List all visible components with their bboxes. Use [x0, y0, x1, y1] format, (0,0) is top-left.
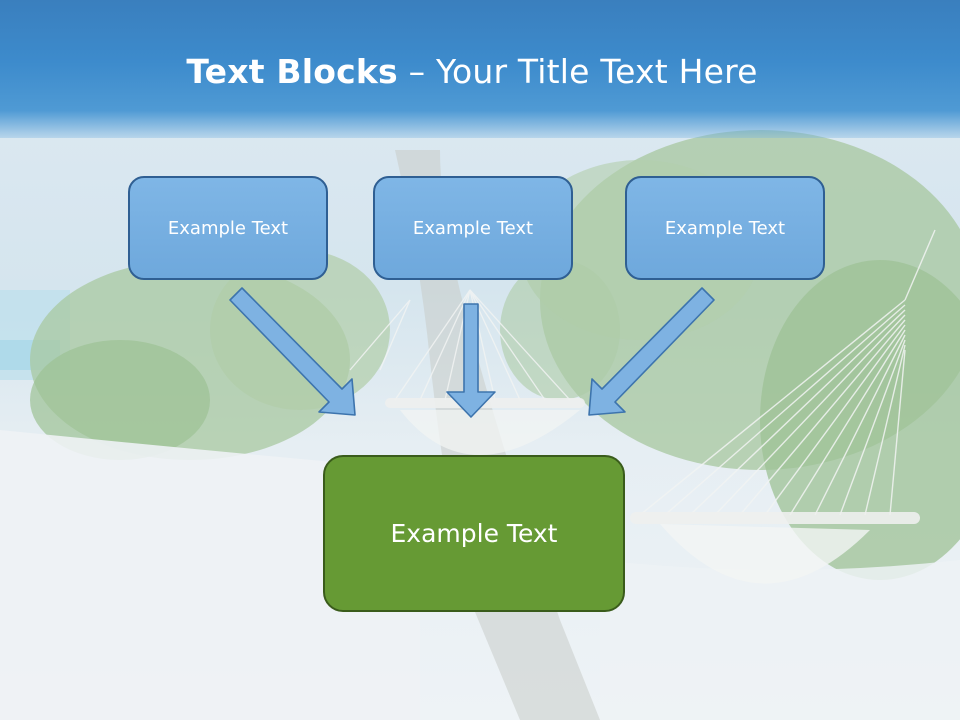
text-block-2[interactable]: Example Text — [373, 176, 573, 280]
text-block-2-label: Example Text — [412, 217, 534, 239]
slide-title-dash: – — [397, 52, 436, 91]
text-block-1[interactable]: Example Text — [128, 176, 328, 280]
target-text-block[interactable]: Example Text — [323, 455, 625, 612]
text-block-3-label: Example Text — [664, 217, 786, 239]
header-band — [0, 0, 960, 138]
arrow-left — [229, 287, 356, 416]
arrow-right — [588, 287, 715, 416]
text-block-1-label: Example Text — [167, 217, 289, 239]
target-text-block-label: Example Text — [390, 519, 558, 548]
text-block-3[interactable]: Example Text — [625, 176, 825, 280]
arrow-center — [446, 303, 496, 418]
slide-title: Text Blocks – Your Title Text Here — [0, 52, 944, 91]
slide-title-rest: Your Title Text Here — [435, 52, 758, 91]
slide-title-bold: Text Blocks — [186, 52, 398, 91]
